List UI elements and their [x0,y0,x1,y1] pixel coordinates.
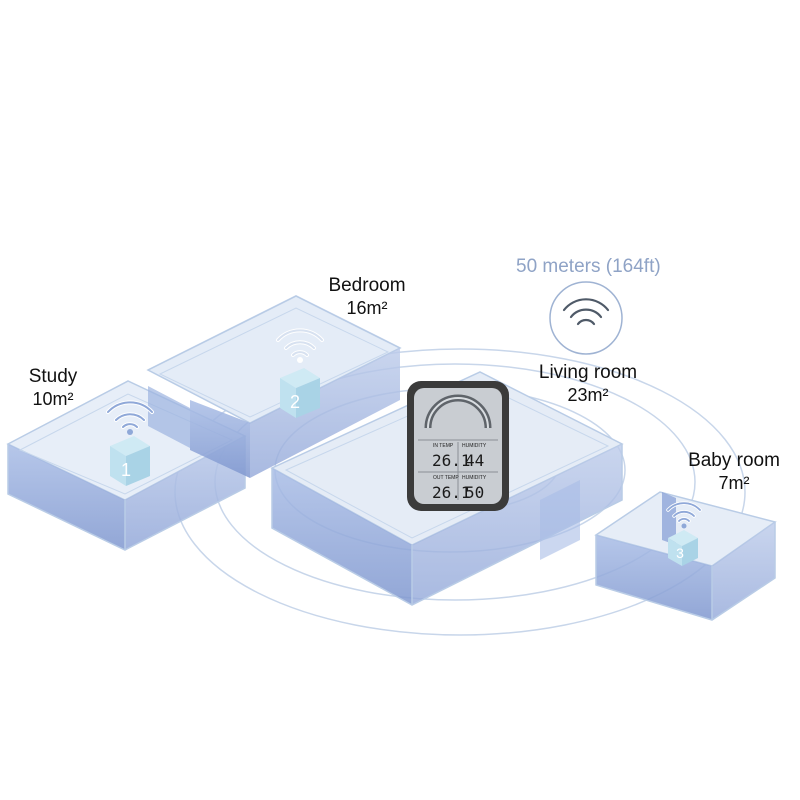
room-label-baby: Baby room 7m² [670,450,798,494]
room-name: Living room [538,362,638,383]
room-name: Bedroom [328,275,406,296]
room-area: 7m² [718,472,750,493]
room-bedroom [146,295,402,478]
room-area: 10m² [32,388,74,409]
in-temp-label: IN TEMP [433,443,454,449]
sensor-2-number: 2 [290,392,300,412]
range-label: 50 meters (164ft) [516,256,661,277]
room-name: Baby room [688,450,780,471]
range-indicator [549,281,623,355]
out-humidity-label: HUMIDITY [462,475,487,481]
room-name: Study [28,366,78,387]
room-label-study: Study 10m² [10,366,96,410]
room-label-living: Living room 23m² [520,362,656,406]
out-temp-label: OUT TEMP [433,475,459,481]
room-area: 16m² [346,297,388,318]
sensor-2: 2 [280,368,320,418]
sensor-1: 1 [110,436,150,486]
weather-station-display: IN TEMP HUMIDITY 26.1 44 OUT TEMP HUMIDI… [407,381,509,511]
in-temp-value: 26.1 [432,451,471,470]
sensor-1-number: 1 [121,460,131,480]
sensor-3-number: 3 [676,545,684,561]
room-label-bedroom: Bedroom 16m² [305,275,429,319]
in-humidity-label: HUMIDITY [462,443,487,449]
out-humidity-value: 50 [465,483,484,502]
wifi-icon [562,298,610,326]
wifi-icon [276,328,324,363]
wifi-icon [666,501,702,529]
sensor-3: 3 [668,530,698,566]
in-humidity-value: 44 [465,451,484,470]
wifi-icon [106,400,154,435]
out-temp-value: 26.1 [432,483,471,502]
room-area: 23m² [567,384,609,405]
